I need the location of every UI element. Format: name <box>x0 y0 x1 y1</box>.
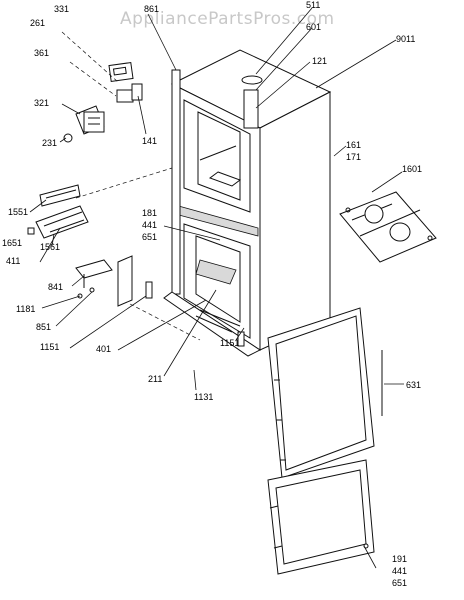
callout-361: 361 <box>34 48 49 58</box>
callout-161: 161 <box>346 140 361 150</box>
callout-861: 861 <box>144 4 159 14</box>
callout-141: 141 <box>142 136 157 146</box>
left-bracket-parts <box>27 167 201 341</box>
callout-211: 211 <box>148 374 162 384</box>
callout-441-upper: 441 <box>142 220 157 230</box>
fresh-food-door <box>267 307 383 479</box>
callout-261: 261 <box>30 18 45 28</box>
callout-601: 601 <box>306 22 321 32</box>
callout-511: 511 <box>306 0 320 10</box>
callout-231: 231 <box>42 138 57 148</box>
callout-1651: 1651 <box>2 238 22 248</box>
callout-331: 331 <box>54 4 69 14</box>
callout-321: 321 <box>34 98 49 108</box>
callout-181: 181 <box>142 208 157 218</box>
callout-401: 401 <box>96 344 111 354</box>
callout-1601: 1601 <box>402 164 422 174</box>
control-housing-assembly <box>61 31 143 143</box>
callout-9011: 9011 <box>396 34 415 44</box>
compressor-deck <box>339 191 437 263</box>
callout-1151-left: 1151 <box>40 342 59 352</box>
callout-851: 851 <box>36 322 51 332</box>
callout-1151-center: 1151 <box>220 338 239 348</box>
freezer-drawer-door <box>267 459 375 575</box>
callout-1561: 1561 <box>40 242 60 252</box>
callout-1551: 1551 <box>8 207 28 217</box>
callout-651-lower: 651 <box>392 578 407 588</box>
callout-191: 191 <box>392 554 407 564</box>
callout-841: 841 <box>48 282 63 292</box>
callout-441-lower: 441 <box>392 566 407 576</box>
leader-lines <box>29 7 404 569</box>
callout-651-upper: 651 <box>142 232 157 242</box>
callout-1131: 1131 <box>194 392 213 402</box>
refrigerator-cabinet <box>145 49 332 357</box>
callout-411: 411 <box>6 256 20 266</box>
callout-631: 631 <box>406 380 421 390</box>
callout-171: 171 <box>346 152 361 162</box>
callout-1181: 1181 <box>16 304 35 314</box>
callout-121: 121 <box>312 56 327 66</box>
callout-labels: 331 261 361 321 231 141 861 511 601 9011… <box>2 0 422 588</box>
watermark-text: AppliancePartsPros.com <box>120 9 335 29</box>
